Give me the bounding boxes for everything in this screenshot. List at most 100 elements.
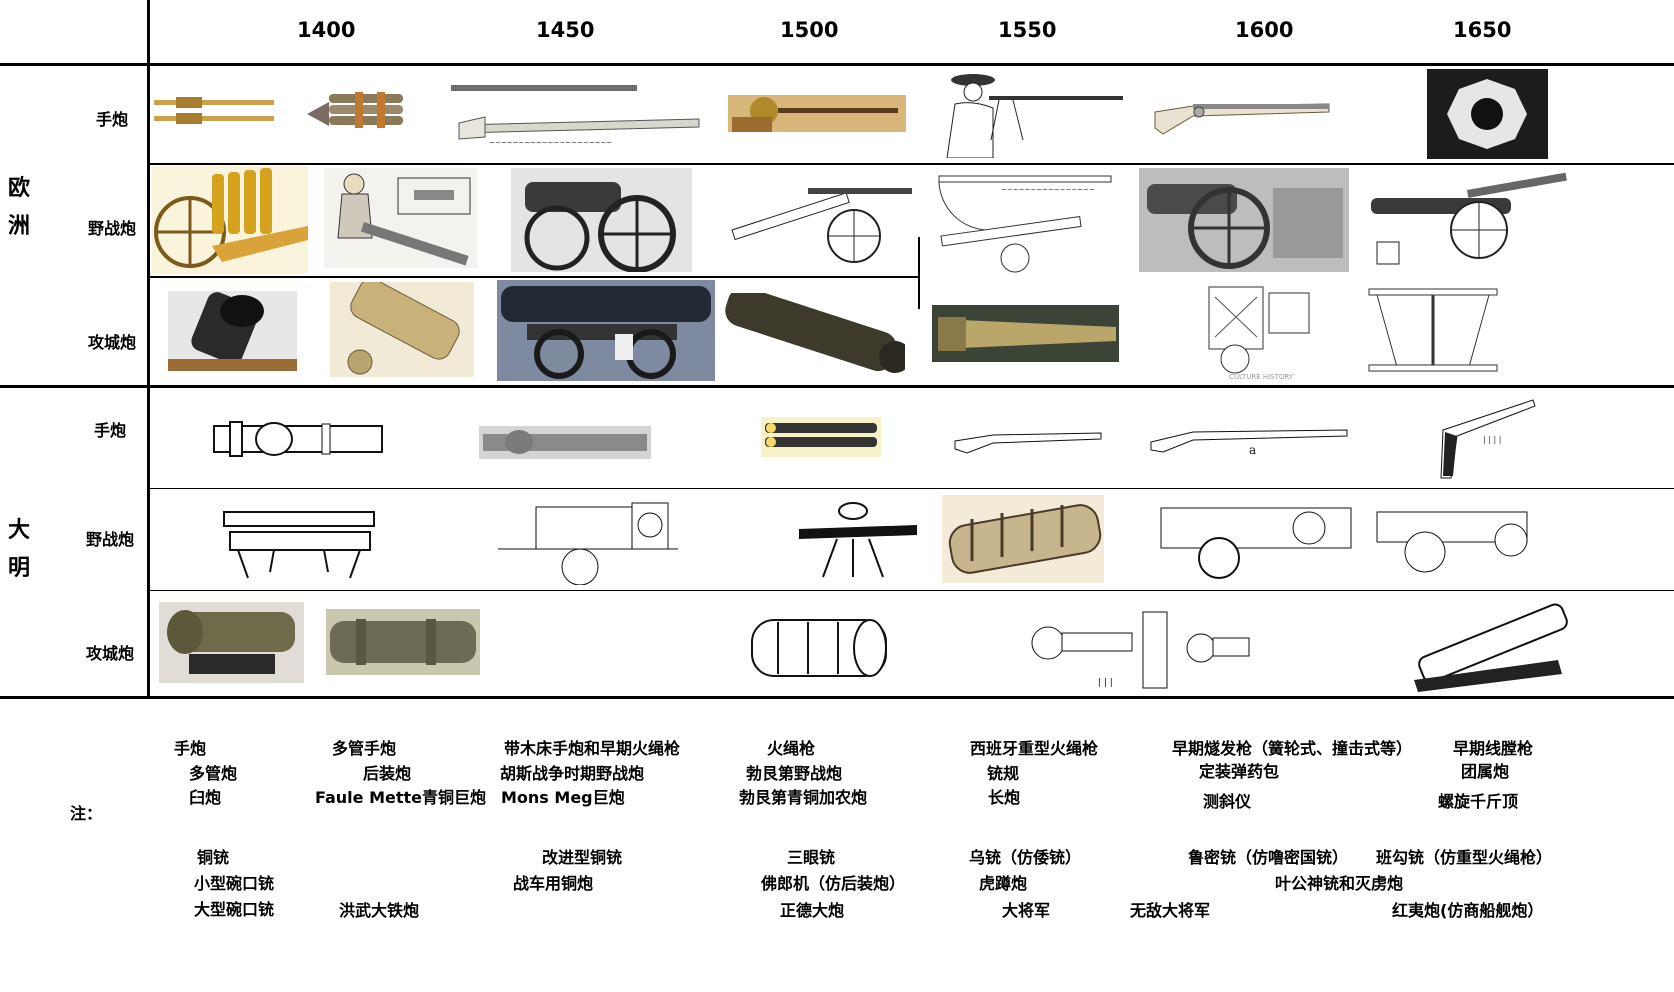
note-eu-2-a: 多管手炮 — [332, 739, 397, 758]
war-cart-bronze-gun-icon — [496, 493, 682, 585]
note-ming-1-a: 铜铳 — [197, 848, 230, 867]
large-bowl-gun-icon — [159, 602, 304, 683]
field-gun-1650-icon — [1367, 168, 1571, 270]
note-eu-5-c: 长炮 — [988, 788, 1021, 807]
row-label-ming-siege: 攻城炮 — [86, 644, 135, 663]
ming-row-divider-1 — [150, 488, 1674, 489]
note-ming-5-b: 虎蹲炮 — [979, 874, 1028, 893]
note-eu-6-c: 测斜仪 — [1203, 792, 1252, 811]
note-eu-3-b: 胡斯战争时期野战炮 — [500, 764, 645, 783]
arquebus-icon — [953, 425, 1103, 455]
europe-row-divider-2b — [918, 237, 920, 309]
mie-lu-cannon-icon — [1371, 502, 1537, 578]
year-1450: 1450 — [536, 18, 595, 42]
great-general-cannon-icon: | | | — [1018, 605, 1136, 690]
clinometer-icon: CULTURE HISTORY — [1195, 277, 1321, 381]
note-eu-4-a: 火绳枪 — [767, 739, 816, 758]
note-eu-6-a: 早期燧发枪（簧轮式、撞击式等） — [1172, 739, 1413, 758]
note-ming-3-a: 改进型铜铳 — [542, 848, 623, 867]
regimental-gun-icon — [1139, 168, 1349, 272]
note-ming-3-b: 战车用铜炮 — [513, 874, 594, 893]
small-bowl-gun-icon — [218, 502, 380, 580]
note-eu-1-a: 手炮 — [174, 739, 207, 758]
year-1500: 1500 — [780, 18, 839, 42]
note-ming-5-a: 乌铳（仿倭铳） — [969, 848, 1082, 867]
note-eu-1-b: 多管炮 — [189, 764, 238, 783]
tiger-crouch-cannon-icon — [942, 495, 1104, 583]
note-ming-5b-a: 无敌大将军 — [1130, 901, 1211, 920]
mons-meg-icon — [497, 280, 715, 381]
note-ming-4-c: 正德大炮 — [780, 901, 845, 920]
year-1400: 1400 — [297, 18, 356, 42]
ye-gong-gun-icon — [1159, 498, 1355, 582]
improved-bronze-handgun-icon — [479, 426, 651, 459]
label-column-divider — [147, 0, 150, 698]
europe-row-divider-1 — [150, 163, 1674, 165]
note-ming-1-c: 大型碗口铳 — [194, 900, 275, 919]
organ-gun-icon — [152, 166, 308, 274]
table-bottom-border — [0, 696, 1674, 699]
row-label-europe-hand: 手炮 — [96, 110, 129, 129]
row-label-ming-field: 野战炮 — [86, 530, 135, 549]
burgundian-field-gun-icon — [728, 178, 916, 266]
faule-mette-icon — [330, 282, 474, 377]
flintlock-icon — [1153, 98, 1331, 136]
note-eu-4-c: 勃艮第青铜加农炮 — [739, 788, 868, 807]
year-1550: 1550 — [998, 18, 1057, 42]
note-ming-2-a: 洪武大铁炮 — [339, 901, 420, 920]
gunner-quadrant-icon: ~~~~~~~~~~~~~~~~ — [931, 170, 1115, 274]
note-eu-2-b: 后装炮 — [363, 764, 412, 783]
note-eu-3-c: Mons Meg巨炮 — [501, 788, 625, 807]
musketeer-icon — [933, 70, 1125, 158]
wooden-stock-gun-icon: ~~~~~~~~~~~~~~~~~~~~~ — [449, 79, 711, 149]
note-ming-7-a: 班勾铳（仿重型火绳枪） — [1376, 848, 1553, 867]
region-ming-text: 大 明 — [7, 518, 30, 581]
red-barbarian-cannon-icon — [1408, 600, 1570, 693]
note-eu-7-a: 早期线膛枪 — [1453, 739, 1534, 758]
screw-jack-icon — [1367, 287, 1499, 373]
notes-header: 注： — [70, 804, 103, 823]
breech-loader-icon — [324, 168, 477, 268]
culture-history-watermark: CULTURE HISTORY — [1229, 373, 1294, 381]
rumi-gun-icon: a — [1149, 420, 1349, 456]
multi-barrel-hand-cannon-icon — [305, 86, 405, 132]
note-eu-7-b: 团属炮 — [1461, 762, 1510, 781]
note-eu-5-b: 铳规 — [987, 764, 1020, 783]
hongwu-iron-cannon-icon — [326, 609, 480, 675]
note-eu-3-a: 带木床手炮和早期火绳枪 — [504, 739, 681, 758]
rifled-bore-icon — [1427, 69, 1548, 159]
figure-label-a: a — [1249, 443, 1256, 456]
svg-text:| | | |: | | | | — [1483, 435, 1501, 444]
mortar-icon — [168, 291, 297, 371]
note-eu-1-c: 臼炮 — [189, 788, 222, 807]
matchlock-soldier-icon — [728, 95, 906, 132]
row-label-europe-siege: 攻城炮 — [88, 333, 137, 352]
region-divider — [0, 385, 1674, 388]
three-eyed-gun-icon — [761, 417, 881, 457]
header-divider — [0, 63, 1674, 66]
year-1650: 1650 — [1453, 18, 1512, 42]
hussite-field-gun-icon — [511, 168, 692, 272]
note-eu-5-a: 西班牙重型火绳枪 — [970, 739, 1099, 758]
europe-row-divider-2a — [150, 276, 918, 278]
note-ming-1-b: 小型碗口铳 — [194, 874, 275, 893]
note-eu-2-c: Faule Mette青铜巨炮 — [315, 788, 487, 807]
year-1600: 1600 — [1235, 18, 1294, 42]
row-label-ming-hand: 手炮 — [94, 421, 127, 440]
svg-text:| | |: | | | — [1098, 678, 1113, 688]
region-europe-text: 欧 洲 — [7, 176, 30, 239]
bangou-gun-icon: | | | | — [1437, 392, 1540, 484]
folangji-icon — [797, 497, 919, 579]
note-ming-5-c: 大将军 — [1002, 901, 1051, 920]
note-ming-4-a: 三眼铳 — [787, 848, 836, 867]
note-ming-4-b: 佛郎机（仿后装炮） — [761, 874, 906, 893]
note-ming-7-b: 红夷炮(仿商船舰炮） — [1392, 901, 1544, 920]
ming-row-divider-2 — [150, 590, 1674, 591]
bronze-handgun-icon — [212, 418, 384, 460]
zhengde-cannon-icon — [748, 614, 890, 682]
bronze-cannon-icon — [717, 293, 905, 378]
svg-text:~~~~~~~~~~~~~~~~~~~~~: ~~~~~~~~~~~~~~~~~~~~~ — [489, 139, 612, 147]
region-europe: 欧 洲 — [6, 170, 32, 246]
note-ming-6-b: 叶公神铳和灭虏炮 — [1275, 874, 1404, 893]
